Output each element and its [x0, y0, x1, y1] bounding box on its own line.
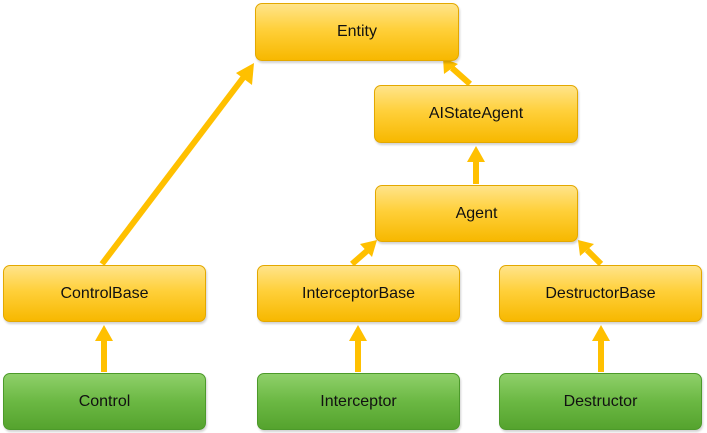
class-controlbase: ControlBase — [3, 265, 206, 322]
class-control-label: Control — [78, 392, 131, 410]
class-control: Control — [3, 373, 206, 430]
arrow-destructor-to-destructorbase — [592, 325, 610, 372]
class-destructorbase: DestructorBase — [499, 265, 702, 322]
class-interceptorbase: InterceptorBase — [257, 265, 460, 322]
arrow-controlbase-to-entity — [99, 63, 254, 266]
arrow-aistateagent-to-entity — [443, 58, 472, 87]
class-interceptor: Interceptor — [257, 373, 460, 430]
class-destructor: Destructor — [499, 373, 702, 430]
class-entity-label: Entity — [336, 23, 377, 40]
class-destructorbase-label: DestructorBase — [545, 284, 656, 302]
arrow-interceptor-to-interceptorbase — [349, 325, 367, 372]
class-entity: Entity — [255, 3, 459, 61]
arrow-control-to-controlbase — [95, 325, 113, 372]
arrow-destructorbase-to-agent — [578, 240, 604, 267]
class-aistateagent: AIStateAgent — [374, 85, 578, 143]
class-controlbase-label: ControlBase — [60, 284, 149, 302]
class-destructor-label: Destructor — [563, 392, 638, 410]
class-agent: Agent — [375, 185, 578, 242]
class-aistateagent-label: AIStateAgent — [428, 105, 524, 122]
arrow-interceptorbase-to-agent — [350, 240, 377, 267]
class-agent-label: Agent — [455, 204, 498, 222]
class-interceptor-label: Interceptor — [320, 392, 397, 410]
class-interceptorbase-label: InterceptorBase — [302, 284, 415, 302]
arrow-agent-to-aistateagent — [467, 146, 485, 184]
